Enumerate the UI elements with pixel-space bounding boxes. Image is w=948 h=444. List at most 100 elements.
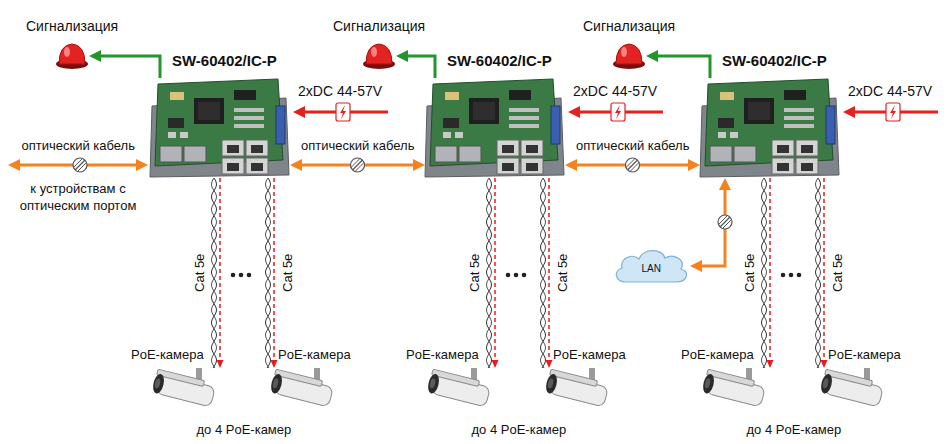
switch-board: SW-60402/IC-P bbox=[700, 78, 840, 178]
camera-picture bbox=[269, 369, 334, 407]
camera-label: PoE-камера bbox=[406, 347, 479, 363]
cable-symbol bbox=[626, 158, 640, 172]
ellipsis-dots bbox=[239, 273, 244, 278]
twisted-pair bbox=[487, 178, 492, 368]
destination-note: к устройствам с оптическим портом bbox=[10, 180, 146, 214]
camera-picture bbox=[701, 373, 716, 395]
arrowhead bbox=[271, 360, 278, 368]
switch-board-picture bbox=[435, 146, 457, 162]
arrowhead bbox=[688, 159, 700, 171]
switch-board-picture bbox=[455, 132, 463, 138]
switch-board-picture bbox=[459, 146, 481, 162]
cat5e-cable bbox=[541, 178, 553, 368]
camera-picture bbox=[547, 378, 554, 389]
switch-board-picture bbox=[784, 124, 814, 128]
device-name: SW-60402/IC-P bbox=[172, 52, 277, 70]
camera-picture bbox=[694, 368, 774, 410]
switch-board-picture bbox=[784, 108, 814, 112]
camera-label: PoE-камера bbox=[131, 347, 204, 363]
camera-picture bbox=[426, 369, 491, 407]
ellipsis-dots bbox=[506, 273, 511, 278]
switch-board-picture bbox=[772, 140, 794, 156]
arrowhead bbox=[492, 360, 499, 368]
switch-board-picture bbox=[801, 163, 813, 171]
switch-board-picture bbox=[509, 108, 539, 112]
beacon-label: Сигнализация bbox=[333, 18, 425, 35]
connector-line bbox=[99, 56, 160, 78]
beacon-picture bbox=[366, 44, 392, 64]
power-line bbox=[494, 178, 496, 361]
cable-label: оптический кабель bbox=[574, 138, 691, 154]
camera-picture bbox=[151, 369, 216, 407]
device-name: SW-60402/IC-P bbox=[447, 52, 552, 70]
camera-picture bbox=[819, 373, 834, 395]
poe-camera: PoE-камера bbox=[419, 368, 499, 410]
camera-picture bbox=[825, 369, 873, 386]
ellipsis-dots bbox=[789, 273, 794, 278]
arrowhead bbox=[217, 360, 224, 368]
camera-label: PoE-камера bbox=[553, 347, 626, 363]
power-label: 2xDC 44-57V bbox=[848, 83, 932, 100]
signal-beacon: Сигнализация bbox=[362, 42, 396, 70]
camera-picture bbox=[822, 378, 829, 389]
camera-picture bbox=[707, 369, 755, 386]
power-arrow bbox=[293, 106, 305, 118]
alarm-link bbox=[646, 50, 710, 78]
switch-board-picture bbox=[720, 92, 734, 100]
switch-board-picture bbox=[509, 90, 531, 100]
beacon-picture bbox=[621, 47, 627, 57]
beacon-picture bbox=[616, 44, 642, 64]
camera-picture bbox=[314, 368, 320, 380]
arrowhead bbox=[290, 159, 302, 171]
cat5e-cable bbox=[762, 178, 774, 368]
switch-board-picture bbox=[168, 118, 184, 128]
camera-label: PoE-камера bbox=[278, 347, 351, 363]
alarm-link bbox=[89, 50, 160, 78]
power-line bbox=[219, 178, 221, 361]
cable-symbol bbox=[626, 158, 640, 172]
switch-board-picture bbox=[246, 158, 268, 174]
camera-picture bbox=[589, 368, 595, 380]
cloud-picture bbox=[616, 251, 686, 282]
poe-camera: PoE-камера bbox=[537, 368, 617, 410]
camera-picture bbox=[864, 368, 870, 380]
camera-picture bbox=[144, 368, 224, 410]
arrowhead bbox=[89, 50, 101, 62]
connector-line bbox=[656, 56, 710, 78]
switch-board-picture bbox=[730, 132, 738, 138]
switch-board-picture bbox=[155, 79, 283, 166]
power-arrow bbox=[843, 103, 938, 121]
power-arrow bbox=[843, 106, 855, 118]
connector-line bbox=[406, 56, 435, 78]
cable-label: Cat 5e bbox=[742, 252, 758, 294]
power-label: 2xDC 44-57V bbox=[298, 83, 382, 100]
ellipsis-dots bbox=[797, 273, 802, 278]
switch-board-picture bbox=[734, 146, 756, 162]
camera-picture bbox=[154, 378, 161, 389]
camera-picture bbox=[544, 369, 609, 407]
twisted-pair bbox=[816, 178, 821, 368]
switch-board-picture bbox=[502, 145, 514, 153]
camera-picture bbox=[544, 373, 559, 395]
switch-board-picture bbox=[150, 78, 290, 178]
power-line bbox=[273, 178, 275, 361]
switch-board-picture bbox=[227, 163, 239, 171]
camera-picture bbox=[272, 378, 279, 389]
switch-board-picture bbox=[222, 140, 244, 156]
switch-board-picture bbox=[705, 79, 833, 166]
arrowhead bbox=[396, 50, 408, 62]
twisted-pair bbox=[816, 178, 821, 368]
cable-label: Cat 5e bbox=[830, 252, 846, 294]
cable-symbol bbox=[718, 215, 732, 229]
network-label: LAN bbox=[642, 263, 661, 275]
power-arrow bbox=[568, 103, 663, 121]
switch-board-picture bbox=[777, 163, 789, 171]
device-name: SW-60402/IC-P bbox=[722, 52, 827, 70]
alarm-link bbox=[396, 50, 435, 78]
cable-symbol bbox=[351, 158, 361, 168]
power-label: 2xDC 44-57V bbox=[573, 83, 657, 100]
cable-symbol bbox=[351, 158, 365, 172]
switch-board-picture bbox=[227, 145, 239, 153]
beacon-label: Сигнализация bbox=[583, 18, 675, 35]
